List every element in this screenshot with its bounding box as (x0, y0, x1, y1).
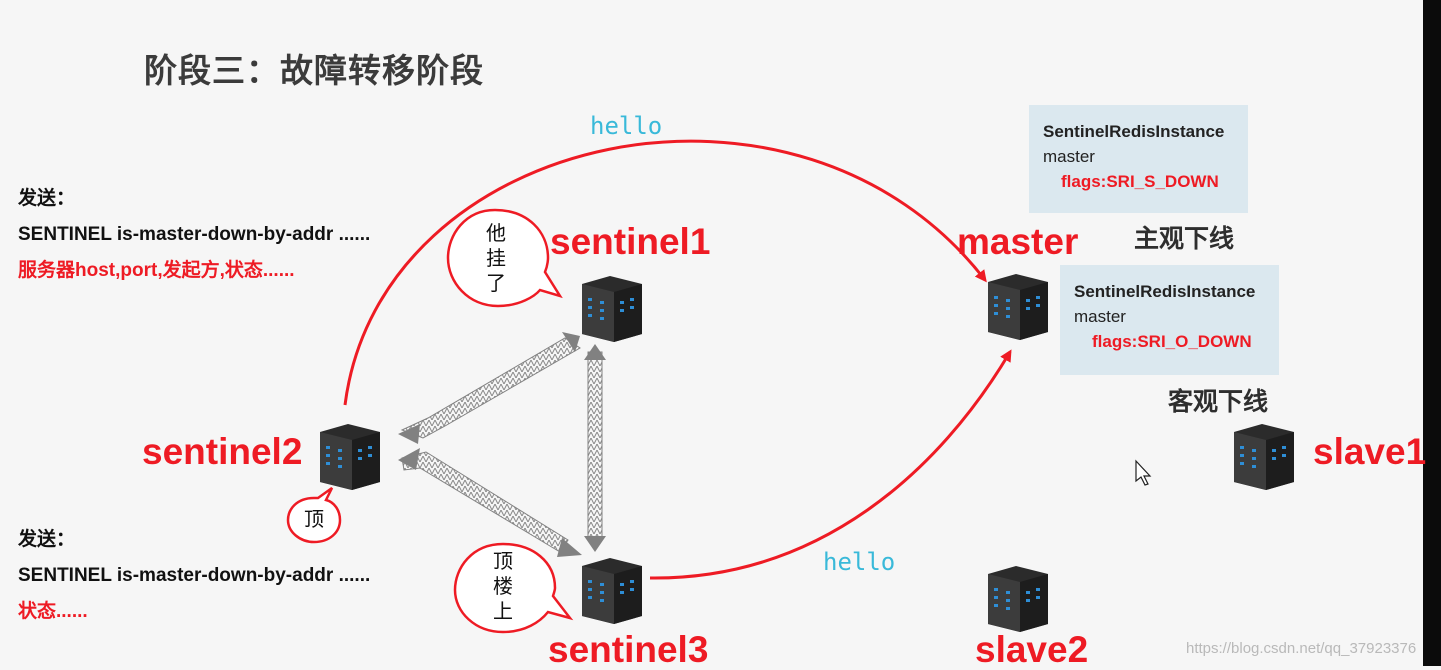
instance-class: SentinelRedisInstance (1043, 122, 1225, 141)
label-slave2: slave2 (975, 629, 1089, 670)
speech-bubble-sentinel2 (286, 486, 342, 544)
label-sentinel2: sentinel2 (142, 431, 303, 472)
speech-bubble-sentinel3 (453, 542, 574, 634)
instance-role: master (1074, 307, 1126, 326)
state-label-o-down: 客观下线 (1168, 388, 1269, 416)
cursor-icon (1135, 459, 1152, 486)
bubble-text-sentinel1: 他 挂 了 (484, 222, 508, 297)
bubble-text-sentinel3: 顶 楼 上 (491, 550, 515, 625)
label-sentinel3: sentinel3 (548, 629, 709, 670)
server-icon-master (988, 274, 1048, 340)
send-block-top: 发送： SENTINEL is-master-down-by-addr ....… (18, 181, 370, 289)
server-icon-sentinel1 (582, 276, 642, 342)
instance-role: master (1043, 147, 1095, 166)
send-detail: 状态...... (18, 601, 88, 622)
info-box-s-down: SentinelRedisInstance master flags:SRI_S… (1029, 105, 1248, 213)
watermark: https://blog.csdn.net/qq_37923376 (1186, 640, 1417, 657)
hello-arc-to-master (343, 139, 987, 406)
label-slave1: slave1 (1313, 431, 1427, 472)
label-sentinel1: sentinel1 (550, 221, 711, 262)
speech-bubble-sentinel1 (446, 208, 563, 308)
instance-flags: flags:SRI_S_DOWN (1061, 172, 1219, 191)
sentinel-link-1-2 (398, 332, 581, 444)
state-label-s-down: 主观下线 (1134, 225, 1235, 253)
send-heading: 发送： (18, 188, 76, 209)
instance-class: SentinelRedisInstance (1074, 282, 1256, 301)
server-icon-sentinel2 (320, 424, 380, 490)
server-icon-slave1 (1234, 424, 1294, 490)
hello-arc-sentinel3-to-master (649, 349, 1012, 580)
server-icon-sentinel3 (582, 558, 642, 624)
bubble-char: 他 (486, 223, 506, 245)
bubble-char: 了 (486, 273, 506, 295)
bubble-char: 挂 (486, 248, 506, 270)
bubble-char: 顶 (493, 551, 513, 573)
server-icon-slave2 (988, 566, 1048, 632)
hello-label-top: hello (590, 112, 663, 140)
label-master: master (957, 221, 1079, 262)
right-edge-bar (1423, 0, 1441, 666)
send-block-bottom: 发送： SENTINEL is-master-down-by-addr ....… (18, 522, 370, 630)
sentinel-link-1-3 (584, 344, 606, 552)
instance-flags: flags:SRI_O_DOWN (1092, 332, 1252, 351)
bubble-text-sentinel2: 顶 (304, 509, 324, 531)
send-command: SENTINEL is-master-down-by-addr ...... (18, 565, 371, 586)
hello-label-bottom: hello (823, 548, 896, 576)
send-detail: 服务器host,port,发起方,状态...... (18, 260, 295, 281)
send-heading: 发送： (18, 529, 76, 550)
send-command: SENTINEL is-master-down-by-addr ...... (18, 224, 371, 245)
bubble-char: 上 (493, 601, 513, 623)
sentinel-link-2-3 (398, 448, 582, 557)
info-box-o-down: SentinelRedisInstance master flags:SRI_O… (1060, 265, 1279, 375)
slide-title: 阶段三：故障转移阶段 (144, 52, 484, 89)
bubble-char: 楼 (493, 576, 513, 598)
